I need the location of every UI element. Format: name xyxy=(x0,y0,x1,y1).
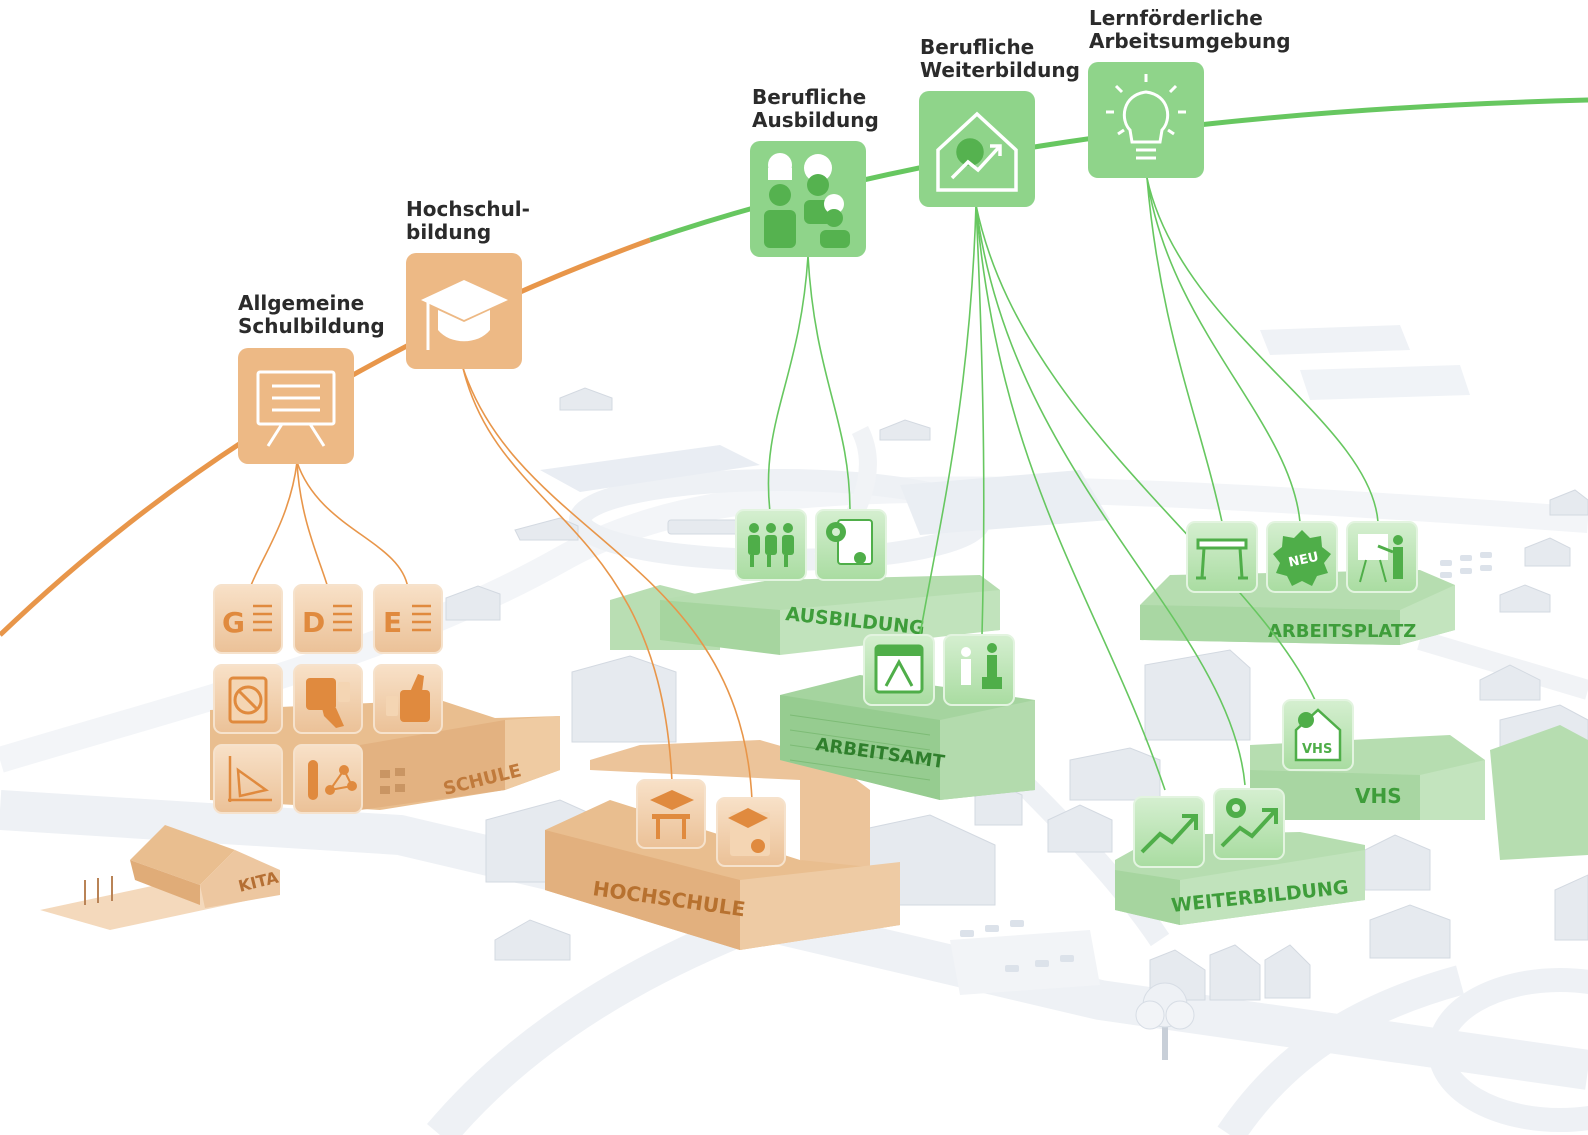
house-gear-vhs-icon: VHS xyxy=(1294,708,1342,762)
tile-calendar-a[interactable] xyxy=(863,634,935,706)
label-berufliche-ausbildung: Berufliche Ausbildung xyxy=(752,86,879,132)
thumbs-up-icon xyxy=(386,674,430,722)
thumbs-down-icon xyxy=(306,678,350,728)
chef-mechanic-people-icon xyxy=(764,153,850,248)
tile-lecture-desk[interactable] xyxy=(636,779,706,849)
subject-e-icon: E xyxy=(383,604,431,639)
gear-certificate-icon xyxy=(826,519,873,565)
tile-house-gear-vhs[interactable]: VHS xyxy=(1282,699,1354,771)
svg-text:NEU: NEU xyxy=(1287,550,1320,571)
label-line-2: Weiterbildung xyxy=(920,58,1080,82)
label-line-1: Hochschul- xyxy=(406,197,530,221)
award-growth-icon xyxy=(1220,798,1278,848)
label-line-1: Lernförderliche xyxy=(1089,6,1263,30)
building-ausbildung: AUSBILDUNG xyxy=(610,575,1000,655)
label-lernfoerderliche-arbeitsumgebung: Lernförderliche Arbeitsumgebung xyxy=(1089,7,1291,53)
label-allgemeine-schulbildung: Allgemeine Schulbildung xyxy=(238,292,385,338)
label-line-1: Allgemeine xyxy=(238,291,365,315)
tile-allgemeine-schulbildung[interactable] xyxy=(238,348,354,464)
tile-growth-chart[interactable] xyxy=(1133,796,1205,868)
label-line-1: Berufliche xyxy=(752,85,867,109)
tile-chemistry[interactable] xyxy=(293,744,363,814)
whiteboard-icon xyxy=(256,370,336,447)
tile-gear-certificate[interactable] xyxy=(815,509,887,581)
tile-thumbs-up[interactable] xyxy=(373,664,443,734)
building-kita: KITA xyxy=(40,825,281,930)
tile-people-group[interactable] xyxy=(735,509,807,581)
tile-hochschulbildung[interactable] xyxy=(406,253,522,369)
svg-text:G: G xyxy=(222,606,245,639)
tile-berufliche-weiterbildung[interactable] xyxy=(919,91,1035,207)
person-trophy-icon xyxy=(961,643,1002,689)
tile-berufliche-ausbildung[interactable] xyxy=(750,141,866,257)
growth-chart-icon xyxy=(1140,814,1198,854)
geometry-triangle-icon xyxy=(228,756,272,802)
label-hochschulbildung: Hochschul- bildung xyxy=(406,198,530,244)
tile-award-growth[interactable] xyxy=(1213,788,1285,860)
house-gear-growth-icon xyxy=(936,111,1018,192)
orange-connectors xyxy=(249,367,753,801)
chemistry-molecule-icon xyxy=(308,760,357,800)
building-hochschule: HOCHSCHULE xyxy=(545,740,900,950)
tile-subject-d[interactable]: D xyxy=(293,584,363,654)
diploma-cap-icon xyxy=(728,808,770,856)
neu-badge-icon: NEU xyxy=(1273,530,1331,586)
building-weiterbildung: WEITERBILDUNG xyxy=(1115,832,1365,925)
prohibited-document-icon xyxy=(228,676,268,724)
presenter-icon xyxy=(1358,534,1403,583)
calendar-a-icon xyxy=(874,644,924,694)
tree-icon xyxy=(1135,982,1195,1060)
lecture-desk-icon xyxy=(650,790,694,839)
svg-text:VHS: VHS xyxy=(1302,742,1332,757)
svg-text:D: D xyxy=(302,606,325,639)
tile-diploma-cap[interactable] xyxy=(716,797,786,867)
svg-text:E: E xyxy=(383,606,402,639)
tile-presenter[interactable] xyxy=(1346,521,1418,593)
tile-hurdle[interactable] xyxy=(1186,521,1258,593)
vhs-label: VHS xyxy=(1355,784,1402,808)
label-line-2: Arbeitsumgebung xyxy=(1089,29,1291,53)
tile-thumbs-down[interactable] xyxy=(293,664,363,734)
graduation-cap-icon xyxy=(421,280,508,350)
tile-neu-badge[interactable]: NEU xyxy=(1266,521,1338,593)
tile-subject-e[interactable]: E xyxy=(373,584,443,654)
lightbulb-icon xyxy=(1106,74,1186,160)
hurdle-icon xyxy=(1196,538,1248,580)
subject-g-icon: G xyxy=(222,604,272,639)
label-line-2: Schulbildung xyxy=(238,314,385,338)
label-line-2: Ausbildung xyxy=(752,108,879,132)
tile-geometry[interactable] xyxy=(213,744,283,814)
subject-d-icon: D xyxy=(302,604,352,639)
people-group-icon xyxy=(748,523,794,567)
tile-prohibited-document[interactable] xyxy=(213,664,283,734)
label-line-2: bildung xyxy=(406,220,492,244)
tile-subject-g[interactable]: G xyxy=(213,584,283,654)
tile-person-trophy[interactable] xyxy=(943,634,1015,706)
arbeitsplatz-label: ARBEITSPLATZ xyxy=(1268,621,1416,642)
label-berufliche-weiterbildung: Berufliche Weiterbildung xyxy=(920,36,1080,82)
building-arbeitsamt: ARBEITSAMT xyxy=(780,675,1035,800)
label-line-1: Berufliche xyxy=(920,35,1035,59)
green-connectors xyxy=(767,177,1379,791)
building-vhs: VHS xyxy=(1250,725,1588,860)
tile-lernfoerderliche-arbeitsumgebung[interactable] xyxy=(1088,62,1204,178)
